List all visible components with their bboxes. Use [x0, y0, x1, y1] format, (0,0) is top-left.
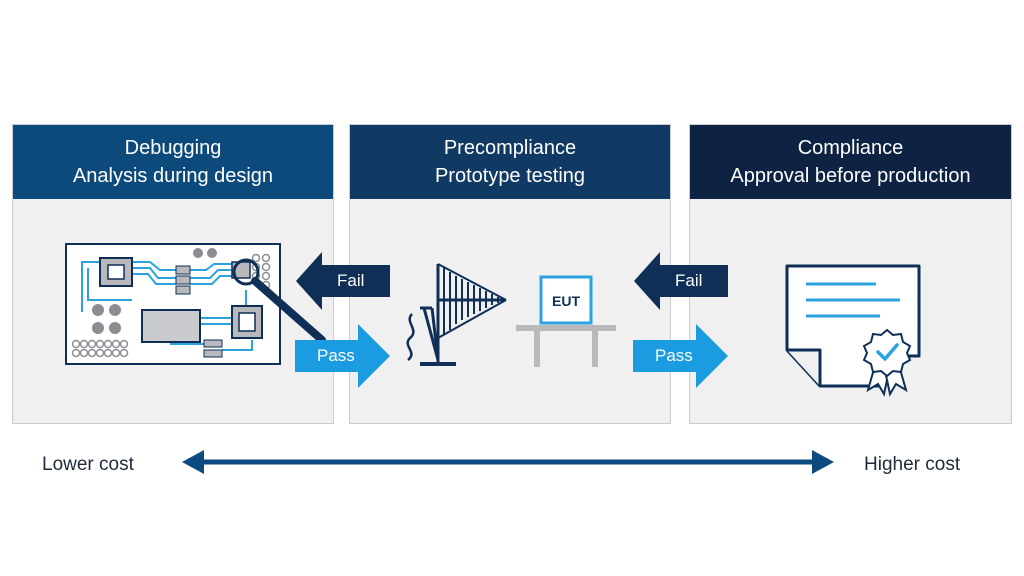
- higher-cost-label: Higher cost: [864, 454, 961, 475]
- stage-title: Compliance: [797, 137, 904, 159]
- pcb-board-icon: [65, 243, 281, 365]
- stage-title: Precompliance: [443, 137, 577, 159]
- eut-table-icon: EUT: [516, 275, 616, 367]
- fail-arrow-2: [634, 252, 728, 310]
- fail-label-1: Fail: [337, 271, 365, 290]
- award-badge-icon: [862, 328, 912, 397]
- magnifier-icon: [232, 258, 326, 344]
- stage-header: Compliance Approval before production: [690, 125, 1011, 199]
- lower-cost-label: Lower cost: [42, 454, 134, 475]
- pass-arrow-1: [295, 324, 390, 388]
- stage-subtitle: Analysis during design: [72, 165, 274, 187]
- cost-scale-arrow: [182, 450, 834, 474]
- pass-label-1: Pass: [317, 346, 355, 365]
- stage-title: Debugging: [124, 137, 222, 159]
- stage-header: Precompliance Prototype testing: [350, 125, 670, 199]
- stage-precompliance: Precompliance Prototype testing: [349, 124, 671, 424]
- eut-label: EUT: [552, 293, 580, 309]
- fail-label-2: Fail: [675, 271, 703, 290]
- certificate-icon: [785, 264, 921, 397]
- fail-arrow-1: [296, 252, 390, 310]
- stage-subtitle: Approval before production: [730, 165, 971, 187]
- stage-header: Debugging Analysis during design: [13, 125, 333, 199]
- pass-label-2: Pass: [655, 346, 693, 365]
- stage-subtitle: Prototype testing: [434, 165, 586, 187]
- antenna-icon: [406, 263, 507, 366]
- pass-arrow-2: [633, 324, 728, 388]
